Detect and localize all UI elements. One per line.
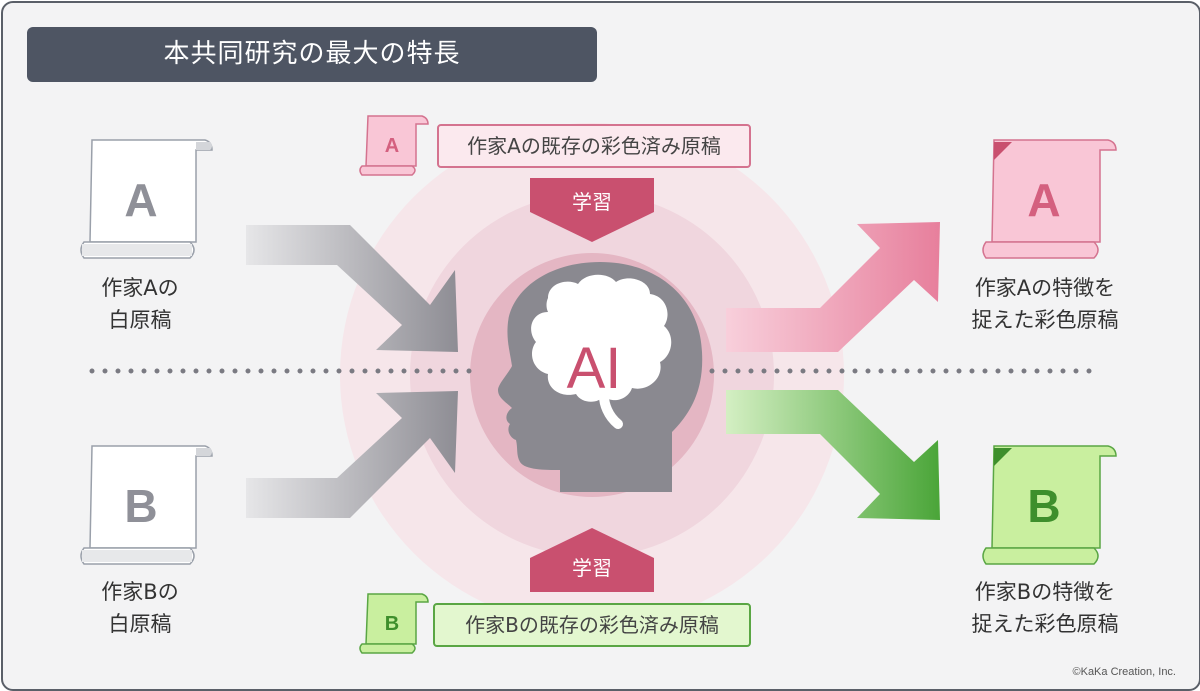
scroll-a-colored-icon <box>982 139 1117 259</box>
right-b-caption-line1: 作家Bの特徴を <box>974 580 1116 604</box>
result-b-letter: B <box>1027 480 1060 532</box>
arrow-ai-to-a <box>726 222 940 352</box>
doc-a-letter: A <box>124 174 157 226</box>
small-doc-a-letter: A <box>385 135 399 157</box>
scroll-a-white-icon <box>80 139 213 259</box>
training-a-label: 作家Aの既存の彩色済み原稿 <box>437 124 751 168</box>
learn-label-top: 学習 <box>572 190 612 214</box>
learn-banner-bottom <box>530 528 654 592</box>
left-b-caption-line1: 作家Bの <box>101 580 179 604</box>
brain-icon <box>531 274 672 402</box>
right-a-caption: 作家Aの特徴を 捉えた彩色原稿 <box>960 272 1130 336</box>
left-a-caption-line1: 作家Aの <box>101 276 179 300</box>
right-b-caption: 作家Bの特徴を 捉えた彩色原稿 <box>960 576 1130 640</box>
result-a-letter: A <box>1027 174 1060 226</box>
training-b-label: 作家Bの既存の彩色済み原稿 <box>433 603 751 647</box>
left-a-caption: 作家Aの 白原稿 <box>70 272 210 336</box>
left-a-caption-line2: 白原稿 <box>108 308 172 332</box>
scroll-b-colored-icon <box>982 445 1117 565</box>
scroll-b-white-icon <box>80 445 213 565</box>
arrow-ai-to-b <box>726 390 940 520</box>
ai-label: AI <box>567 336 622 401</box>
arrow-a-to-ai <box>246 225 458 352</box>
small-doc-b-letter: B <box>385 613 399 635</box>
learn-label-bottom: 学習 <box>572 556 612 580</box>
arrow-b-to-ai <box>246 391 458 518</box>
page-title: 本共同研究の最大の特長 <box>27 27 597 82</box>
right-b-caption-line2: 捉えた彩色原稿 <box>971 612 1119 636</box>
small-scroll-a-icon <box>359 115 429 176</box>
right-a-caption-line1: 作家Aの特徴を <box>974 276 1116 300</box>
left-b-caption: 作家Bの 白原稿 <box>70 576 210 640</box>
small-scroll-b-icon <box>359 593 429 654</box>
copyright-text: ©KaKa Creation, Inc. <box>1072 666 1177 678</box>
left-b-caption-line2: 白原稿 <box>108 612 172 636</box>
right-a-caption-line2: 捉えた彩色原稿 <box>971 308 1119 332</box>
doc-b-letter: B <box>124 480 157 532</box>
learn-banner-top <box>530 178 654 242</box>
